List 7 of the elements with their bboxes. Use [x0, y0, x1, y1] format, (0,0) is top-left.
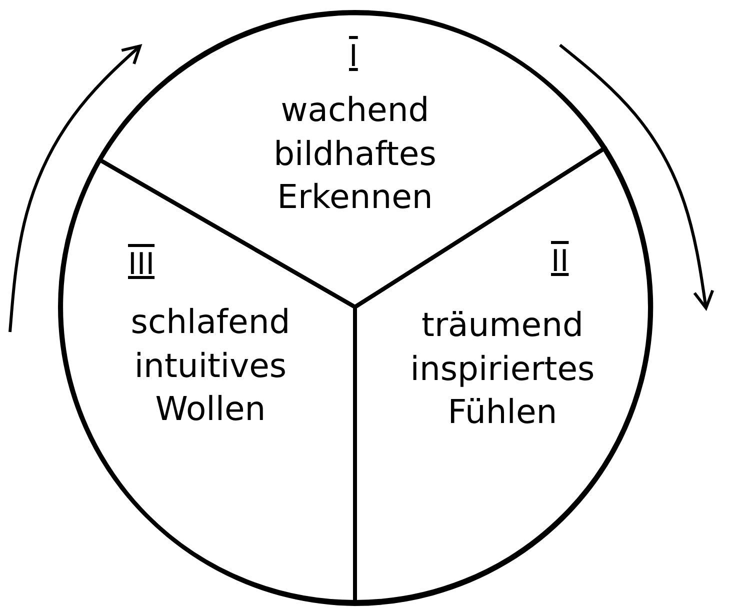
sector-label: träumend inspiriertes Fühlen — [409, 304, 596, 434]
roman-numeral: I — [349, 40, 358, 73]
sector-label: wachend bildhaftes Erkennen — [272, 89, 438, 218]
roman-numeral: III — [128, 248, 155, 281]
circle-outline — [58, 10, 652, 604]
roman-numeral: II — [551, 245, 569, 278]
sector-label: schlafend intuitives Wollen — [130, 301, 292, 430]
